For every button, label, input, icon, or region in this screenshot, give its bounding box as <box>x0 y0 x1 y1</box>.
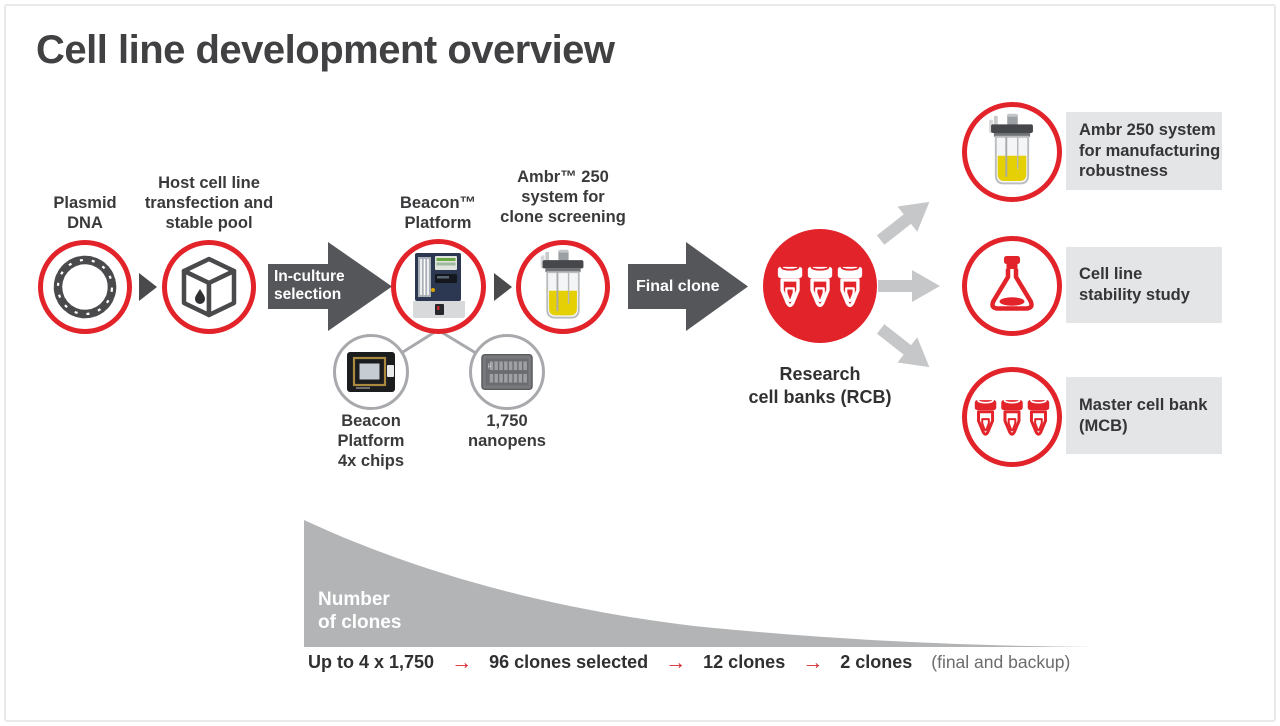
output-ambr-robustness-box: Ambr 250 system for manufacturing robust… <box>1066 112 1222 190</box>
ambr-screening-circle <box>516 240 610 334</box>
red-arrow-icon: → <box>802 651 824 674</box>
funnel-stage-note: (final and backup) <box>931 652 1071 672</box>
red-arrow-icon: → <box>451 651 473 674</box>
host-cell-cube-icon <box>181 256 237 318</box>
output-ambr-robustness-circle <box>962 102 1062 202</box>
nanopens-label: 1,750 nanopens <box>468 412 546 450</box>
funnel-stage: 96 clones selected <box>489 652 649 672</box>
funnel-stage: 2 clones <box>840 652 913 672</box>
plasmid-dna-label: Plasmid DNA <box>53 194 117 232</box>
ambr-screening-label: Ambr™ 250 system for clone screening <box>500 168 626 226</box>
ambr-250-bioreactor-icon <box>989 113 1033 185</box>
beacon-chips-label: Beacon Platform 4x chips <box>337 412 405 470</box>
in-culture-selection-arrow: In-culture selection <box>268 242 392 331</box>
output-mcb-circle <box>962 367 1062 467</box>
nanopen-array-icon: µ <box>481 353 533 391</box>
step-arrow-icon <box>139 273 157 301</box>
output-stability-circle <box>962 236 1062 336</box>
red-arrow-icon: → <box>665 651 687 674</box>
beacon-platform-label: Beacon™ Platform <box>399 194 477 232</box>
page-title: Cell line development overview <box>36 28 615 72</box>
research-cell-banks-label: Research cell banks (RCB) <box>748 364 892 407</box>
funnel-stage: 12 clones <box>703 652 786 672</box>
output-stability-box: Cell line stability study <box>1066 247 1222 323</box>
step-arrow-icon <box>494 273 512 301</box>
cell-bank-tubes-icon <box>776 262 864 307</box>
beacon-chip-icon <box>347 352 395 392</box>
flask-icon <box>990 256 1034 311</box>
clone-count-curve <box>304 520 1094 647</box>
host-cell-label: Host cell line transfection and stable p… <box>144 174 274 232</box>
beacon-chips-circle <box>333 334 409 410</box>
nanopens-circle: µ <box>469 334 545 410</box>
clone-funnel-stages: Up to 4 x 1,750 → 96 clones selected → 1… <box>308 652 1070 673</box>
beacon-platform-circle <box>391 239 486 334</box>
plasmid-dna-icon <box>53 255 117 319</box>
final-clone-arrow: Final clone <box>628 242 748 331</box>
cell-bank-tubes-icon <box>973 396 1051 436</box>
ambr-250-bioreactor-icon <box>540 249 584 319</box>
host-cell-circle <box>162 240 256 334</box>
number-of-clones-label: Number of clones <box>318 589 402 634</box>
funnel-stage: Up to 4 x 1,750 <box>308 652 435 672</box>
final-clone-label: Final clone <box>636 278 720 295</box>
in-culture-selection-label: In-culture selection <box>274 268 345 303</box>
svg-text:µ: µ <box>488 363 492 369</box>
beacon-platform-instrument-icon <box>412 252 465 318</box>
fan-arrow-right-icon <box>878 270 940 302</box>
output-mcb-box: Master cell bank (MCB) <box>1066 377 1222 454</box>
right-arrow-icon <box>268 242 392 331</box>
plasmid-dna-circle <box>38 240 132 334</box>
right-arrow-icon <box>628 242 748 331</box>
research-cell-banks-circle <box>763 229 877 343</box>
